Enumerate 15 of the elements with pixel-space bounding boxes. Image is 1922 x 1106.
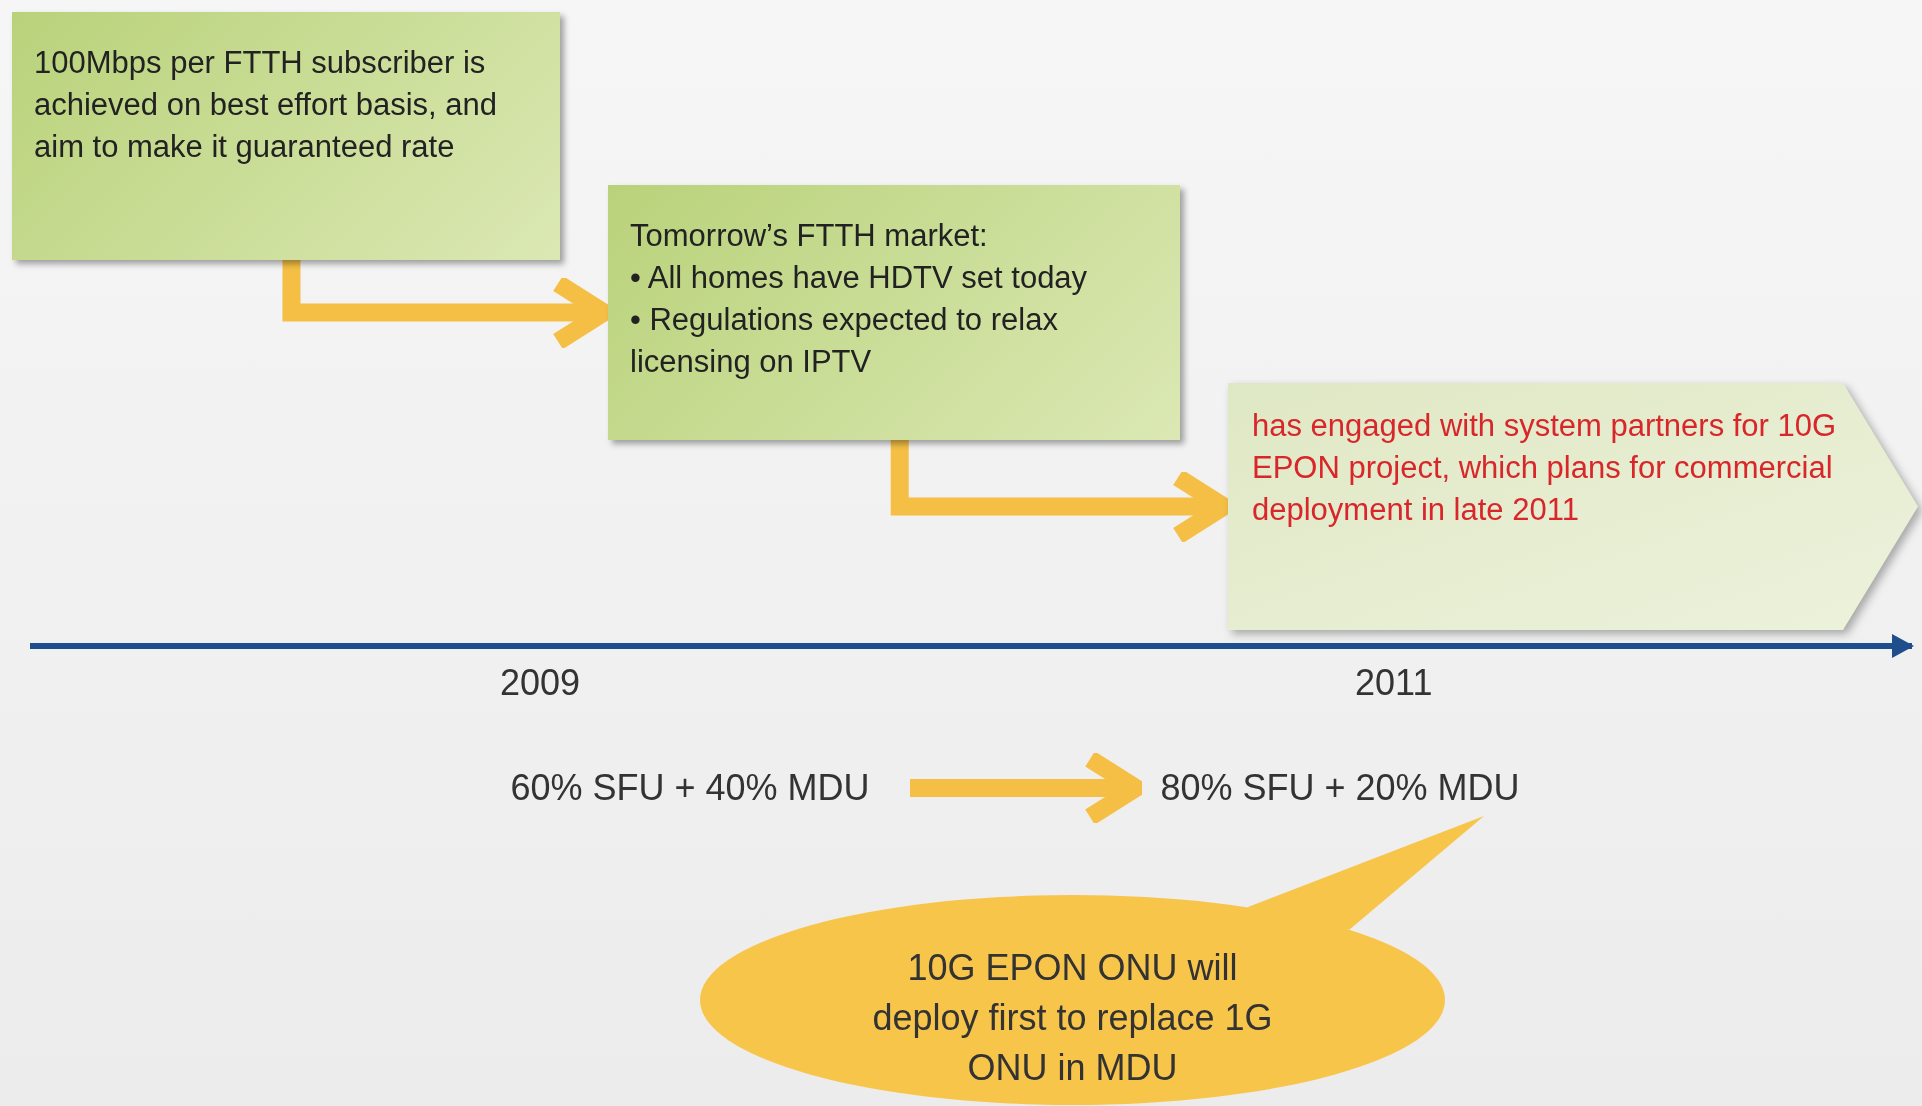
arrow: [910, 750, 1145, 826]
process-box: [12, 12, 560, 260]
heading-text: Tomorrow’s FTTH market:: [630, 217, 989, 255]
callout-tail: [1247, 816, 1484, 930]
box-text: 100Mbps per FTTH subscriber is achieved on best effort basis, and aim to make it guaranteed rate: [34, 44, 499, 166]
callout-text: 10G EPON ONU will deploy first to replace 1G ONU in MDU: [871, 946, 1274, 1090]
pentagon-arrow-box: [1228, 383, 1918, 630]
box-text: has engaged with system partners for 10G EPON project, which plans for commercial deployment in late 2011: [1252, 407, 1838, 529]
share-text: 60% SFU + 40% MDU: [490, 760, 890, 816]
year-label: 2011: [1355, 662, 1433, 704]
bullet-text: • Regulations expected to relax licensing on IPTV: [630, 301, 1059, 381]
process-box: [608, 185, 1180, 440]
bullet-text: • All homes have HDTV set today: [630, 259, 1089, 297]
share-text: 80% SFU + 20% MDU: [1140, 760, 1540, 816]
year-label: 2009: [500, 662, 581, 704]
